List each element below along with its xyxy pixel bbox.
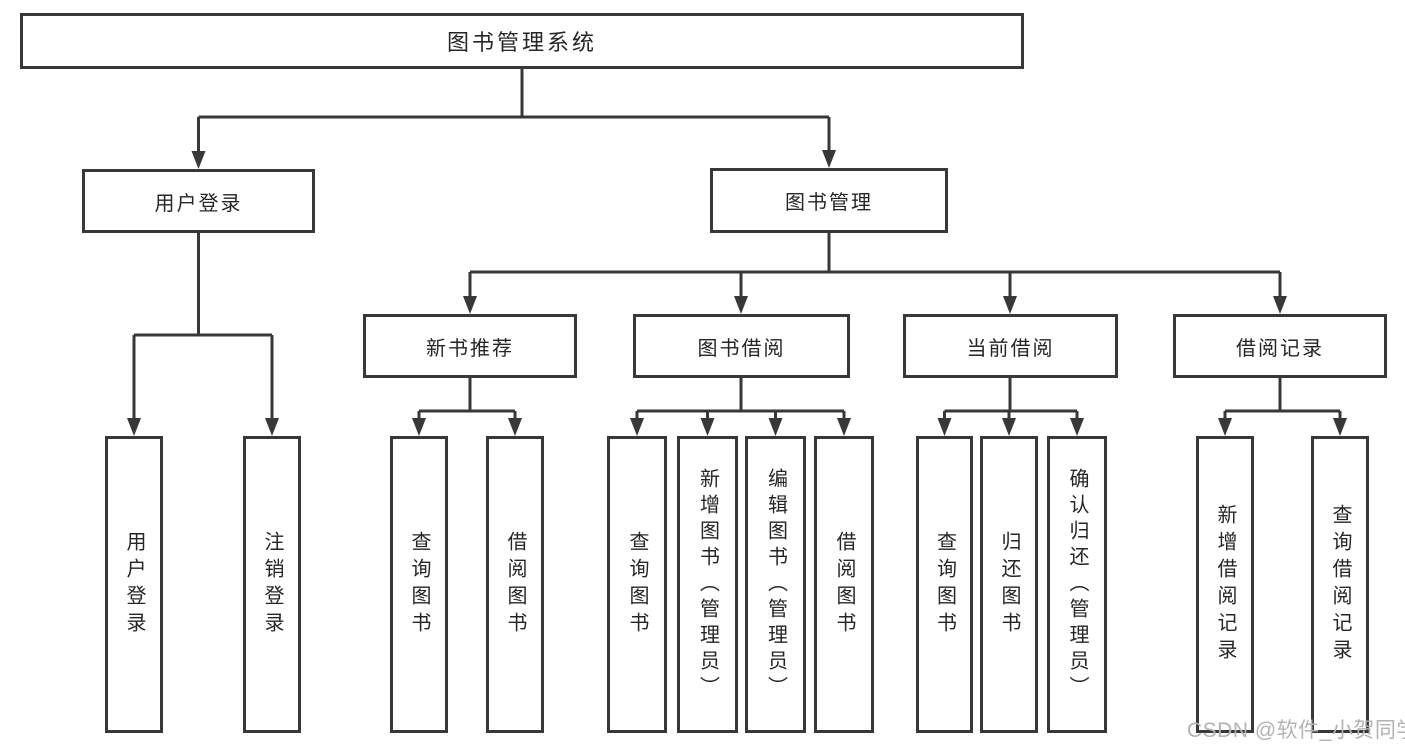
node-borrow-query-books: 查询图书	[607, 436, 667, 733]
node-book-management: 图书管理	[710, 168, 948, 233]
node-root-library-system: 图书管理系统	[20, 13, 1024, 69]
node-label: 图书借阅	[697, 337, 786, 360]
node-current-query-books: 查询图书	[916, 436, 973, 733]
node-label: 用户登录	[123, 530, 145, 639]
node-borrow-add-books-admin: 新增图书（管理员）	[677, 436, 738, 733]
node-borrow-edit-books-admin: 编辑图书（管理员）	[745, 436, 806, 733]
node-book-borrow: 图书借阅	[633, 314, 850, 378]
node-label: 图书管理系统	[446, 30, 597, 55]
node-label: 借阅图书	[833, 530, 855, 639]
node-borrow-records: 借阅记录	[1173, 314, 1387, 378]
node-recommend-query-books: 查询图书	[390, 436, 448, 733]
node-label: 当前借阅	[966, 337, 1055, 360]
node-label: 查询图书	[933, 530, 956, 639]
node-label: 借阅记录	[1236, 337, 1324, 360]
node-user-login: 用户登录	[82, 169, 315, 233]
node-new-book-recommend: 新书推荐	[363, 314, 577, 378]
node-label: 确认归还（管理员）	[1066, 467, 1088, 702]
node-label: 注销登录	[261, 530, 283, 639]
node-logout-action: 注销登录	[243, 436, 301, 733]
node-current-borrow: 当前借阅	[903, 314, 1118, 378]
node-label: 查询图书	[408, 530, 430, 639]
node-label: 用户登录	[154, 192, 243, 215]
node-current-return-books: 归还图书	[980, 436, 1038, 733]
node-label: 图书管理	[785, 192, 873, 214]
node-recommend-borrow-books: 借阅图书	[486, 436, 544, 733]
node-borrow-borrow-books: 借阅图书	[814, 436, 874, 733]
node-label: 新增图书（管理员）	[696, 467, 719, 702]
node-label: 编辑图书（管理员）	[764, 467, 787, 702]
node-label: 新增借阅记录	[1214, 503, 1236, 666]
node-label: 新书推荐	[426, 337, 514, 360]
csdn-watermark: CSDN @软件_小贺同学	[1187, 719, 1405, 742]
node-records-add-record: 新增借阅记录	[1196, 436, 1254, 733]
node-label: 查询借阅记录	[1329, 503, 1351, 666]
node-label: 借阅图书	[504, 530, 526, 639]
node-label: 查询图书	[626, 530, 648, 639]
node-user-login-action: 用户登录	[105, 436, 163, 733]
node-current-confirm-return-admin: 确认归还（管理员）	[1047, 436, 1107, 733]
node-records-query-record: 查询借阅记录	[1311, 436, 1369, 733]
node-label: 归还图书	[998, 530, 1020, 639]
